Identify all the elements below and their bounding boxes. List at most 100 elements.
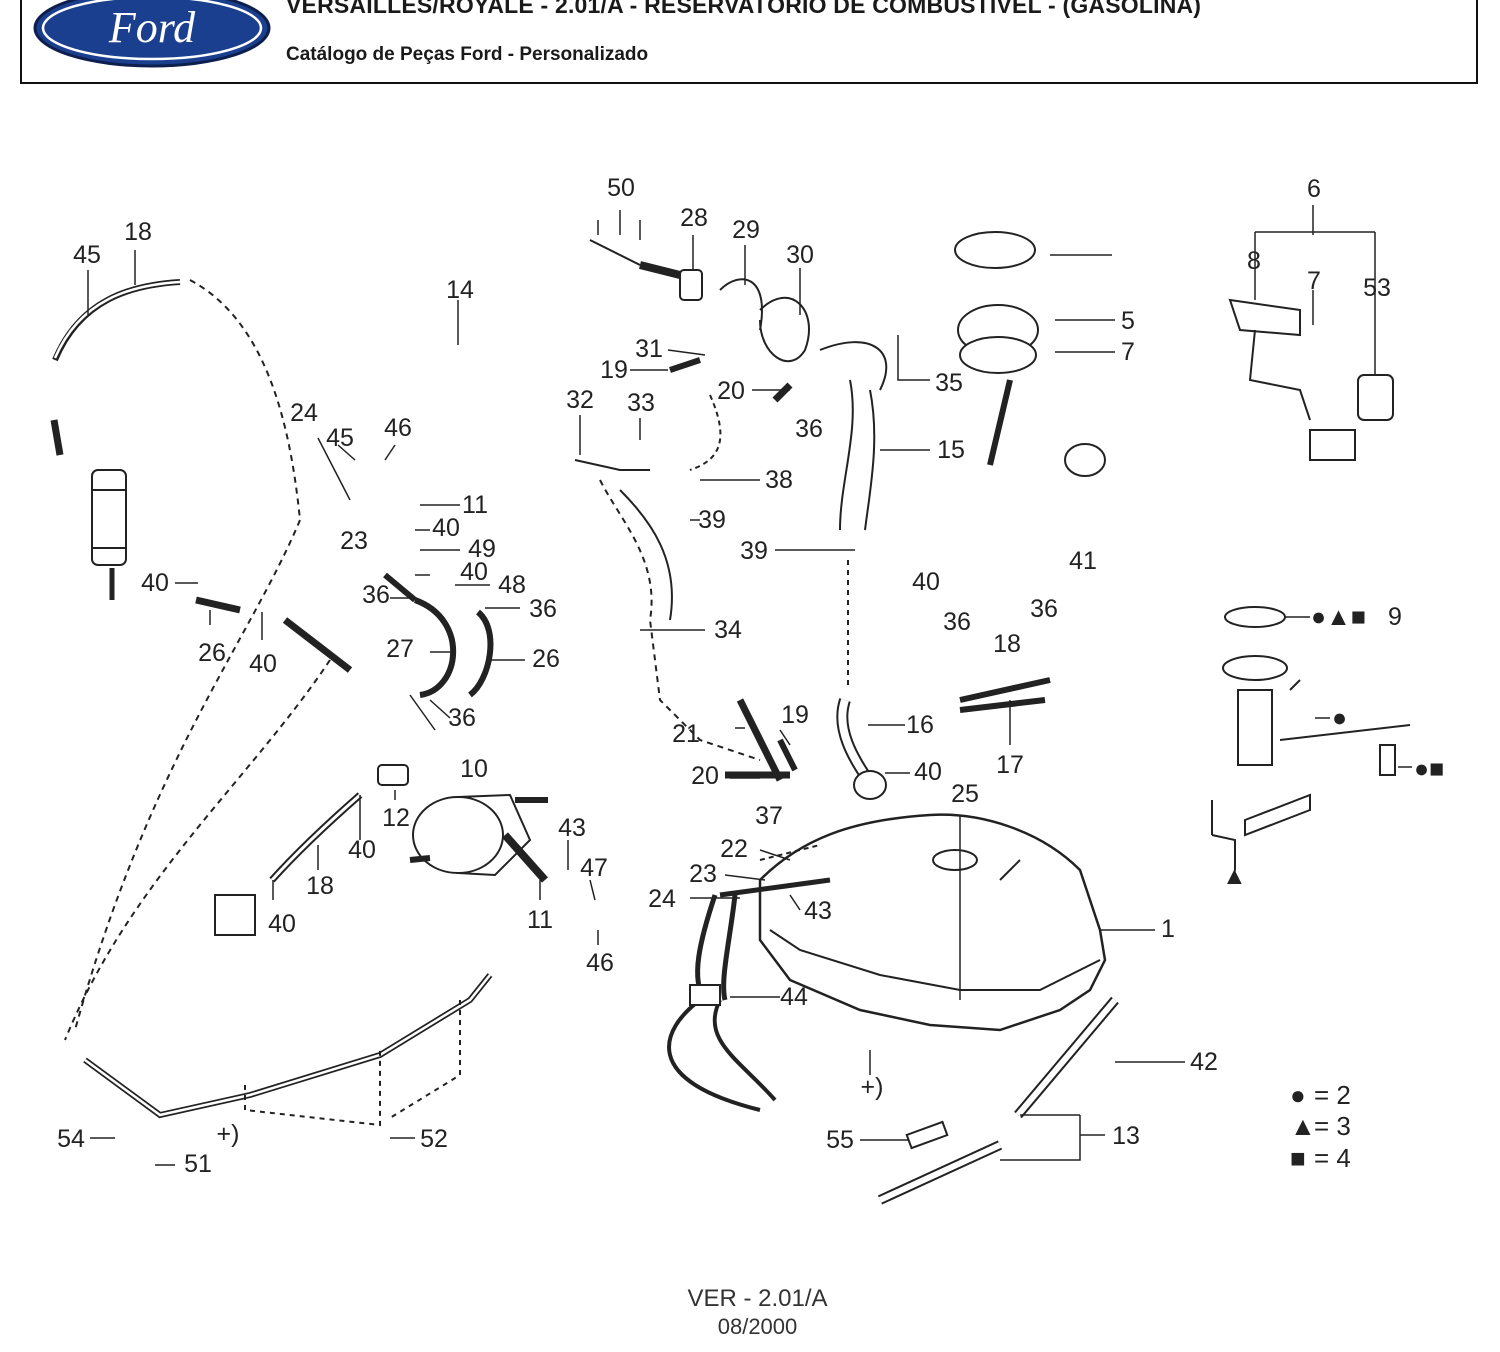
callout: 18: [306, 872, 334, 900]
callout: 39: [698, 506, 726, 534]
callout: 48: [498, 571, 526, 599]
callout: 40: [268, 910, 296, 938]
callout: 38: [765, 466, 793, 494]
callout: 18: [993, 630, 1021, 658]
callout: 52: [420, 1125, 448, 1153]
page-date: 08/2000: [717, 1314, 798, 1339]
callout: 27: [386, 635, 414, 663]
callout: 7: [1121, 338, 1135, 366]
callout: 40: [914, 758, 942, 786]
callout: 39: [740, 537, 768, 565]
callout: 22: [720, 835, 748, 863]
callout: 45: [73, 241, 101, 269]
callout: 28: [680, 204, 708, 232]
callout: 36: [448, 704, 476, 732]
note-symbols-9: ●▲■: [1311, 603, 1366, 631]
callout: 45: [326, 424, 354, 452]
callout: 50: [607, 174, 635, 202]
callout-numbers: 1 5 6 7 7 8 9 10 11 11 12 13 14 15 16 17…: [57, 174, 1402, 1178]
callout: 44: [780, 983, 808, 1011]
callout: 40: [912, 568, 940, 596]
note-plus-left: +): [217, 1120, 240, 1148]
note-plus-center: +): [861, 1073, 884, 1101]
callout: 23: [340, 527, 368, 555]
legend: ● = 2 ▲ = 3 ■ = 4: [1290, 1080, 1351, 1173]
callout: 13: [1112, 1122, 1140, 1150]
callout: 42: [1190, 1048, 1218, 1076]
callout: 31: [635, 335, 663, 363]
callout: 40: [348, 836, 376, 864]
catalog-header: Ford VERSAILLES/ROYALE - 2.01/A - RESERV…: [20, 0, 1478, 84]
page-code: VER - 2.01/A: [687, 1285, 828, 1312]
callout: 36: [943, 608, 971, 636]
callout: 33: [627, 389, 655, 417]
callout: 15: [937, 436, 965, 464]
symbol-notes: +) +) ●▲■ ● ●■ ▲: [217, 603, 1445, 1148]
callout: 12: [382, 804, 410, 832]
callout: 36: [795, 415, 823, 443]
callout: 55: [826, 1126, 854, 1154]
callout: 40: [432, 514, 460, 542]
callout: 53: [1363, 274, 1391, 302]
callout: 37: [755, 802, 783, 830]
callout: 40: [249, 650, 277, 678]
callout: 47: [580, 854, 608, 882]
callout: 30: [786, 241, 814, 269]
callout: 24: [648, 885, 676, 913]
callout: 20: [717, 377, 745, 405]
callout: 26: [532, 645, 560, 673]
legend-symbol: ■: [1290, 1143, 1306, 1173]
callout: 46: [384, 414, 412, 442]
callout: 24: [290, 399, 318, 427]
legend-value: = 2: [1314, 1080, 1351, 1110]
page-title: VERSAILLES/ROYALE - 2.01/A - RESERVATÓRI…: [286, 0, 1202, 18]
legend-value: = 4: [1314, 1143, 1351, 1173]
callout: 11: [527, 906, 553, 934]
callout: 20: [691, 762, 719, 790]
callout: 14: [446, 276, 474, 304]
callout: 21: [672, 720, 700, 748]
callout: 54: [57, 1125, 85, 1153]
callout: 10: [460, 755, 488, 783]
legend-value: = 3: [1314, 1111, 1351, 1141]
callout: 9: [1388, 603, 1402, 631]
callout: 43: [558, 814, 586, 842]
callout: 5: [1121, 307, 1135, 335]
note-dot: ●: [1332, 704, 1347, 732]
callout: 40: [460, 558, 488, 586]
callout: 17: [996, 751, 1024, 779]
leader-lines: [87, 205, 1412, 1166]
ford-logo: Ford: [33, 0, 271, 68]
callout: 41: [1069, 547, 1097, 575]
callout: 18: [124, 218, 152, 246]
ford-logo-wordmark: Ford: [108, 3, 196, 52]
callout: 19: [600, 356, 628, 384]
legend-symbol: ●: [1290, 1080, 1306, 1110]
callout: 34: [714, 616, 742, 644]
callout: 51: [184, 1150, 212, 1178]
callout: 36: [529, 595, 557, 623]
legend-symbol: ▲: [1290, 1111, 1316, 1141]
callout: 49: [468, 535, 496, 563]
callout: 32: [566, 386, 594, 414]
note-dot-square: ●■: [1414, 755, 1444, 783]
callout: 26: [198, 639, 226, 667]
callout: 1: [1161, 915, 1175, 943]
note-triangle: ▲: [1222, 862, 1247, 890]
page-subtitle: Catálogo de Peças Ford - Personalizado: [286, 44, 649, 65]
callout: 46: [586, 949, 614, 977]
callout: 8: [1247, 247, 1261, 275]
callout: 29: [732, 216, 760, 244]
callout: 7: [1307, 267, 1321, 295]
callout: 19: [781, 701, 809, 729]
callout: 36: [1030, 595, 1058, 623]
callout: 35: [935, 369, 963, 397]
drawing-lines: [50, 231, 1411, 1205]
callout: 43: [804, 897, 832, 925]
callout: 16: [906, 711, 934, 739]
callout: 11: [462, 491, 488, 519]
callout: 36: [362, 581, 390, 609]
callout: 6: [1307, 175, 1321, 203]
callout: 40: [141, 569, 169, 597]
